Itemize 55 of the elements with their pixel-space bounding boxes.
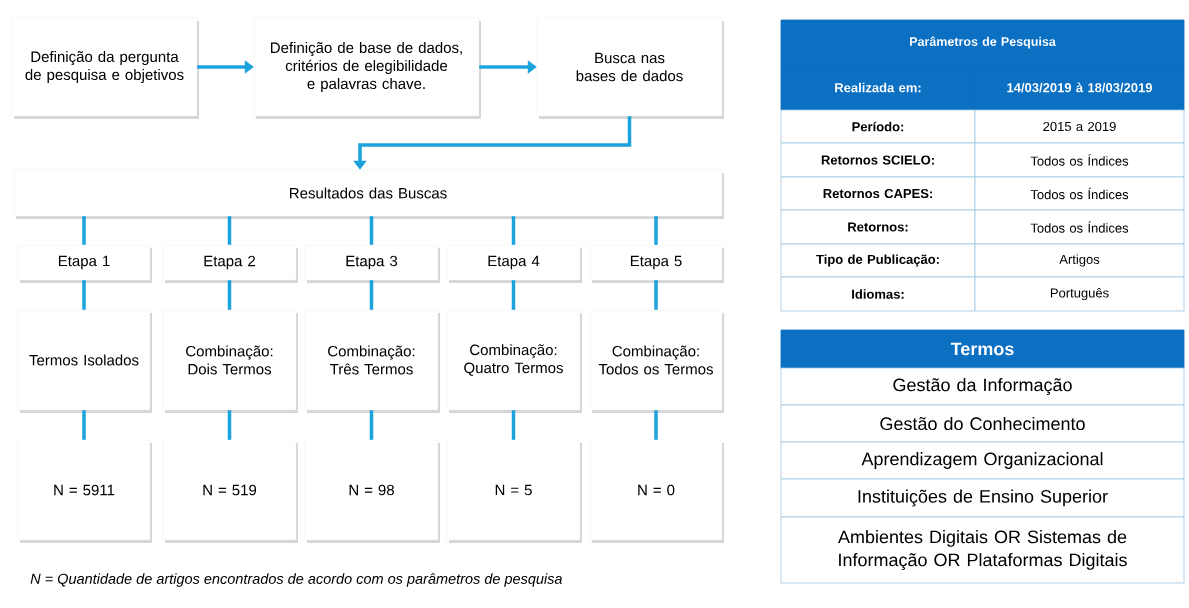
connector [82,280,86,310]
process-box: Combinação: Quatro Termos [446,309,582,413]
table-cell: Ambientes Digitais OR Sistemas de Informação OR Plataformas Digitais [780,516,1185,584]
connector [369,410,374,440]
process-box: Etapa 4 [446,244,582,283]
process-box: N = 519 [162,439,298,543]
connector [82,216,86,245]
process-box: Combinação: Três Termos [304,309,440,413]
table-header: Realizada em: [780,64,976,111]
table-cell: Idiomas: [780,276,976,312]
table-cell: Todos os Índices [974,142,1185,178]
process-box: Etapa 2 [162,244,298,283]
table-cell: Gestão da Informação [780,367,1185,406]
process-box: Termos Isolados [17,309,152,413]
process-box: N = 98 [304,439,440,543]
process-box: N = 5 [446,439,582,543]
connector [227,280,232,310]
table-cell: Gestão do Conhecimento [780,404,1185,443]
connector [227,216,232,245]
connector [511,280,516,310]
process-box: Resultados das Buscas [13,169,724,219]
process-box: Etapa 5 [589,244,724,283]
table-cell: Retornos: [780,209,976,245]
table-cell: Tipo de Publicação: [780,243,976,278]
connector [82,410,86,440]
footnote: N = Quantidade de artigos encontrados de acordo com os parâmetros de pesquisa [30,573,562,587]
table-cell: Retornos SCIELO: [780,142,976,178]
connector [654,410,658,440]
table-cell: Instituições de Ensino Superior [780,478,1185,518]
connector [511,410,516,440]
process-box: N = 5911 [17,439,152,543]
process-box: Definição de base de dados, critérios de elegibilidade e palavras chave. [253,17,481,119]
table-header: Termos [780,329,1185,369]
table-cell: Período: [780,109,976,144]
process-box: Etapa 3 [304,244,440,283]
process-box: Busca nas bases de dados [536,17,724,119]
connector [227,410,232,440]
process-box: Combinação: Dois Termos [162,309,298,413]
table-cell: Todos os Índices [974,176,1185,211]
table-cell: Artigos [974,243,1185,278]
table-header: 14/03/2019 à 18/03/2019 [974,64,1185,111]
connector [369,216,374,245]
connector [654,216,658,245]
connector [369,280,374,310]
connector [511,216,516,245]
table-cell: Aprendizagem Organizacional [780,441,1185,480]
process-box: Definição da pergunta de pesquisa e objetivos [11,17,199,119]
table-cell: 2015 a 2019 [974,109,1185,144]
process-box: Etapa 1 [17,244,152,283]
process-box: N = 0 [589,439,724,543]
connector [654,280,658,310]
table-cell: Português [974,276,1185,312]
table-cell: Todos os Índices [974,209,1185,245]
table-cell: Retornos CAPES: [780,176,976,211]
process-box: Combinação: Todos os Termos [589,309,724,413]
